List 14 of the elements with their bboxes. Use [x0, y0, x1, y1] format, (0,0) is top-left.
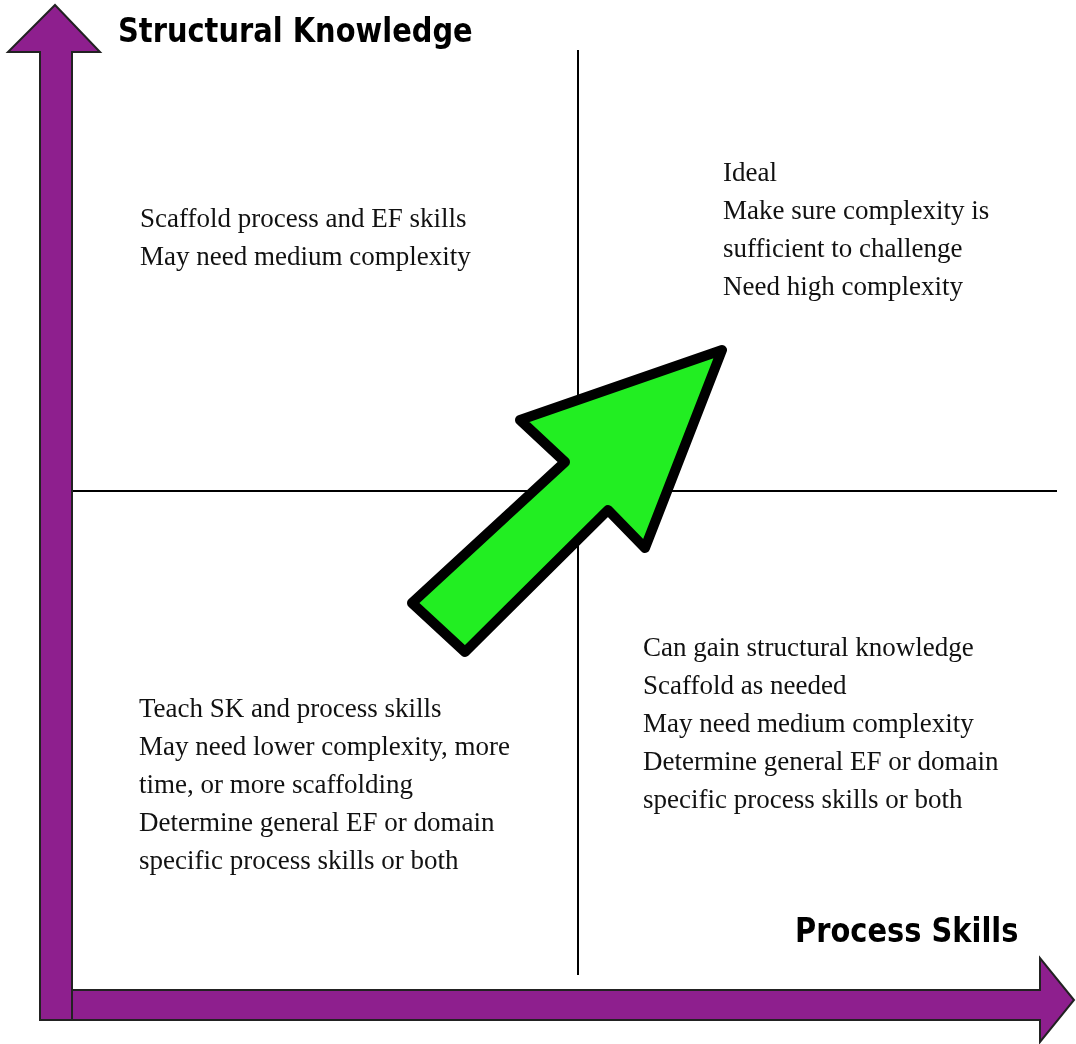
quadrant-text: May need medium complexity — [140, 240, 472, 273]
quadrant-text: Teach SK and process skills — [139, 692, 443, 725]
quadrant-text: Ideal — [723, 156, 778, 189]
quadrant-text: Scaffold process and EF skills — [140, 202, 468, 235]
quadrant-text: Need high complexity — [723, 270, 964, 303]
quadrant-text: May need lower complexity, more time, or more scaffolding — [139, 730, 511, 801]
quadrant-text: Make sure complexity is sufficient to challenge — [723, 194, 991, 265]
quadrant-text: May need medium complexity — [643, 707, 975, 740]
quadrant-text: Can gain structural knowledge — [643, 631, 975, 664]
quadrant-text: Scaffold as needed — [643, 669, 848, 702]
axis-title: Process Skills — [795, 910, 1019, 950]
axis-title: Structural Knowledge — [118, 10, 473, 50]
quadrant-text: Determine general EF or domain specific process skills or both — [139, 806, 496, 877]
quadrant-text: Determine general EF or domain specific process skills or both — [643, 745, 1000, 816]
